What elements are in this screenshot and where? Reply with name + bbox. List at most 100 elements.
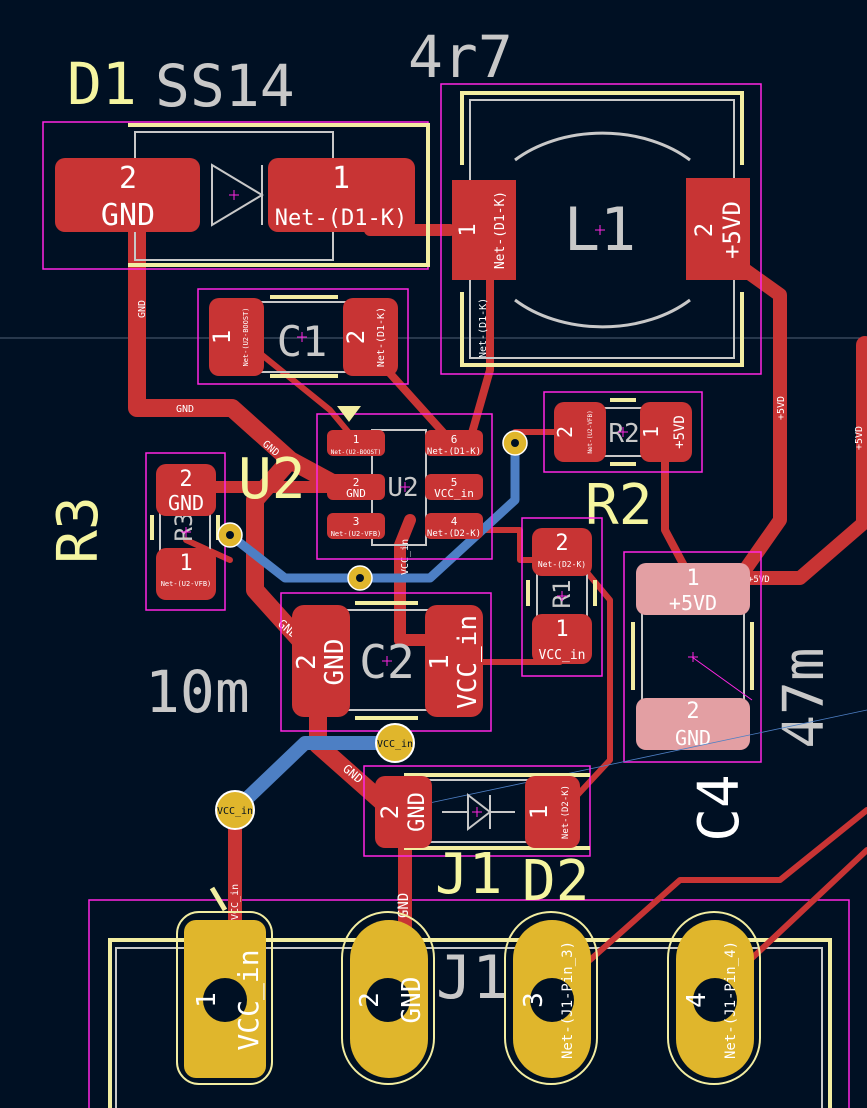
c4-pad-1[interactable] — [636, 563, 750, 615]
via-vfb-top[interactable] — [502, 430, 528, 456]
u2-pad-4[interactable] — [425, 513, 483, 539]
r1-pad-1-number: 1 — [555, 617, 568, 642]
c4-pad-2-net: GND — [675, 726, 711, 750]
d1-pad-1[interactable] — [268, 158, 415, 232]
r2-pad-2-number: 2 — [553, 426, 577, 438]
j1-pad-1-net: VCC_in — [232, 949, 266, 1050]
r1-pad-2-net: Net-(D2-K) — [538, 560, 586, 569]
l1-pad-1-net: Net-(D1-K) — [493, 191, 508, 269]
d1-value: SS14 — [155, 52, 295, 120]
via-vcc-in-left[interactable]: VCC_in — [215, 790, 255, 830]
c1-courtyard — [197, 288, 409, 385]
track-label-5vd-c4: +5VD — [748, 575, 770, 585]
via-vcc-in-right[interactable]: VCC_in — [375, 723, 415, 763]
j1-pad-1-number: 1 — [192, 992, 222, 1008]
u2-pad-2-net: GND — [346, 487, 366, 500]
u2-pad-1-net: Net-(U2-BOOST) — [331, 449, 382, 456]
c2-pad-1[interactable] — [425, 605, 483, 717]
j1-pad-2-number: 2 — [355, 992, 385, 1008]
r2-fab-reference: R2 — [608, 419, 639, 449]
d1-footprint[interactable]: 2 GND 1 Net-(D1-K) D1 SS14 — [42, 50, 430, 270]
l1-pad-2[interactable] — [686, 178, 750, 280]
d1-pad-1-net: Net-(D1-K) — [275, 206, 407, 231]
c2-pad-2[interactable] — [292, 605, 350, 717]
r1-courtyard — [521, 517, 603, 677]
c1-footprint[interactable]: C1 1 Net-(U2-BOOST) 2 Net-(D1-K) — [197, 288, 409, 385]
diode-symbol-icon — [211, 163, 264, 227]
r3-footprint[interactable]: R3 R3 2 GND 1 Net-(U2-VFB) — [46, 452, 226, 611]
j1-pad-4-hole — [693, 978, 737, 1022]
r3-pad-1-number: 1 — [179, 551, 192, 576]
c1-pad-1-number: 1 — [208, 330, 236, 344]
j1-pad-3-hole — [530, 978, 574, 1022]
l1-value: 4r7 — [408, 23, 513, 91]
r3-reference: R3 — [46, 496, 111, 563]
anchor-crosses — [181, 190, 698, 817]
u2-pad-5-net: VCC_in — [434, 487, 474, 500]
c2-footprint[interactable]: C2 2 GND 1 VCC_in 10m — [145, 592, 492, 732]
r3-pad-2-net: GND — [168, 491, 204, 515]
u2-pad-3[interactable] — [327, 513, 385, 539]
u2-pad-2[interactable] — [327, 474, 385, 500]
u2-pad-6-net: Net-(D1-K) — [427, 447, 481, 457]
via-vfb-mid[interactable] — [347, 565, 373, 591]
r1-pad-1[interactable] — [532, 614, 592, 664]
track-label-gnd-vertical: GND — [137, 300, 148, 318]
u2-pad-5[interactable] — [425, 474, 483, 500]
j1-footprint[interactable]: J1 1 VCC_in 2 GND 3 Net-(J1-Pin_3) 4 Net… — [176, 911, 761, 1085]
via-vfb-left[interactable] — [217, 522, 243, 548]
track-label-vcc-in: VCC_in — [400, 539, 411, 575]
r1-pad-2[interactable] — [532, 528, 592, 576]
d2-reference: D2 — [522, 849, 589, 914]
d2-pad-1[interactable] — [525, 776, 580, 848]
d2-pad-2-number: 2 — [376, 805, 404, 819]
r1-pad-2-number: 2 — [555, 531, 568, 556]
r3-pad-1[interactable] — [156, 548, 216, 600]
d2-footprint[interactable]: 2 GND 1 Net-(D2-K) D2 — [363, 765, 591, 914]
j1-footprint-outline — [88, 899, 850, 1108]
u2-pad-4-net: Net-(D2-K) — [427, 529, 481, 539]
d1-reference: D1 — [67, 50, 137, 118]
l1-courtyard — [440, 83, 762, 375]
d2-pad-2[interactable] — [375, 776, 432, 848]
d1-silkscreen — [128, 123, 430, 267]
u2-pad-1[interactable] — [327, 430, 385, 456]
c2-pad-2-number: 2 — [292, 654, 322, 670]
track-label-gnd-j1: GND — [396, 893, 412, 918]
c1-pad-2[interactable] — [343, 298, 398, 376]
d2-pad-2-net: GND — [405, 792, 430, 832]
j1-pad-1-hole — [203, 978, 247, 1022]
u2-pad-3-number: 3 — [353, 515, 360, 528]
r2-pad-2[interactable] — [554, 402, 606, 462]
c1-pad-1[interactable] — [209, 298, 264, 376]
u2-pad-5-number: 5 — [451, 476, 458, 489]
r2-pad-1-number: 1 — [639, 426, 663, 438]
c4-footprint[interactable]: 1 +5VD 2 GND 47m C4 — [623, 551, 837, 842]
u2-pad-1-number: 1 — [353, 433, 360, 446]
l1-pad-1[interactable] — [452, 180, 516, 280]
d1-pad-1-number: 1 — [332, 161, 350, 196]
c1-pad-2-number: 2 — [342, 330, 370, 344]
d1-pad-2-number: 2 — [119, 161, 137, 196]
r2-footprint[interactable]: R2 2 Net-(U2-VFB) 1 +5VD R2 — [543, 391, 703, 538]
u2-footprint[interactable]: U2 U2 1 Net-(U2-BOOST) 2 GND 3 Net-(U2-V… — [238, 406, 493, 560]
r2-pad-1[interactable] — [640, 402, 692, 462]
d1-pad-2[interactable] — [55, 158, 200, 232]
c4-pad-2[interactable] — [636, 698, 750, 750]
l1-pad-2-net: +5VD — [718, 201, 746, 259]
r3-pad-2[interactable] — [156, 464, 216, 516]
ratsnest-line — [419, 709, 867, 806]
c4-pad-2-number: 2 — [686, 699, 699, 724]
c4-courtyard — [623, 551, 762, 763]
r2-pad-2-net: Net-(U2-VFB) — [587, 410, 594, 453]
c4-value: 47m — [772, 647, 837, 748]
via-vcc-in-right-label: VCC_in — [377, 739, 413, 750]
c2-pad-1-net: VCC_in — [453, 615, 483, 709]
u2-pad-4-number: 4 — [451, 515, 458, 528]
u2-pad-6[interactable] — [425, 430, 483, 456]
d2-courtyard — [363, 765, 591, 857]
r2-courtyard — [543, 391, 703, 473]
pin1-marker-icon — [337, 406, 361, 422]
r1-footprint[interactable]: R1 2 Net-(D2-K) 1 VCC_in — [521, 517, 603, 677]
